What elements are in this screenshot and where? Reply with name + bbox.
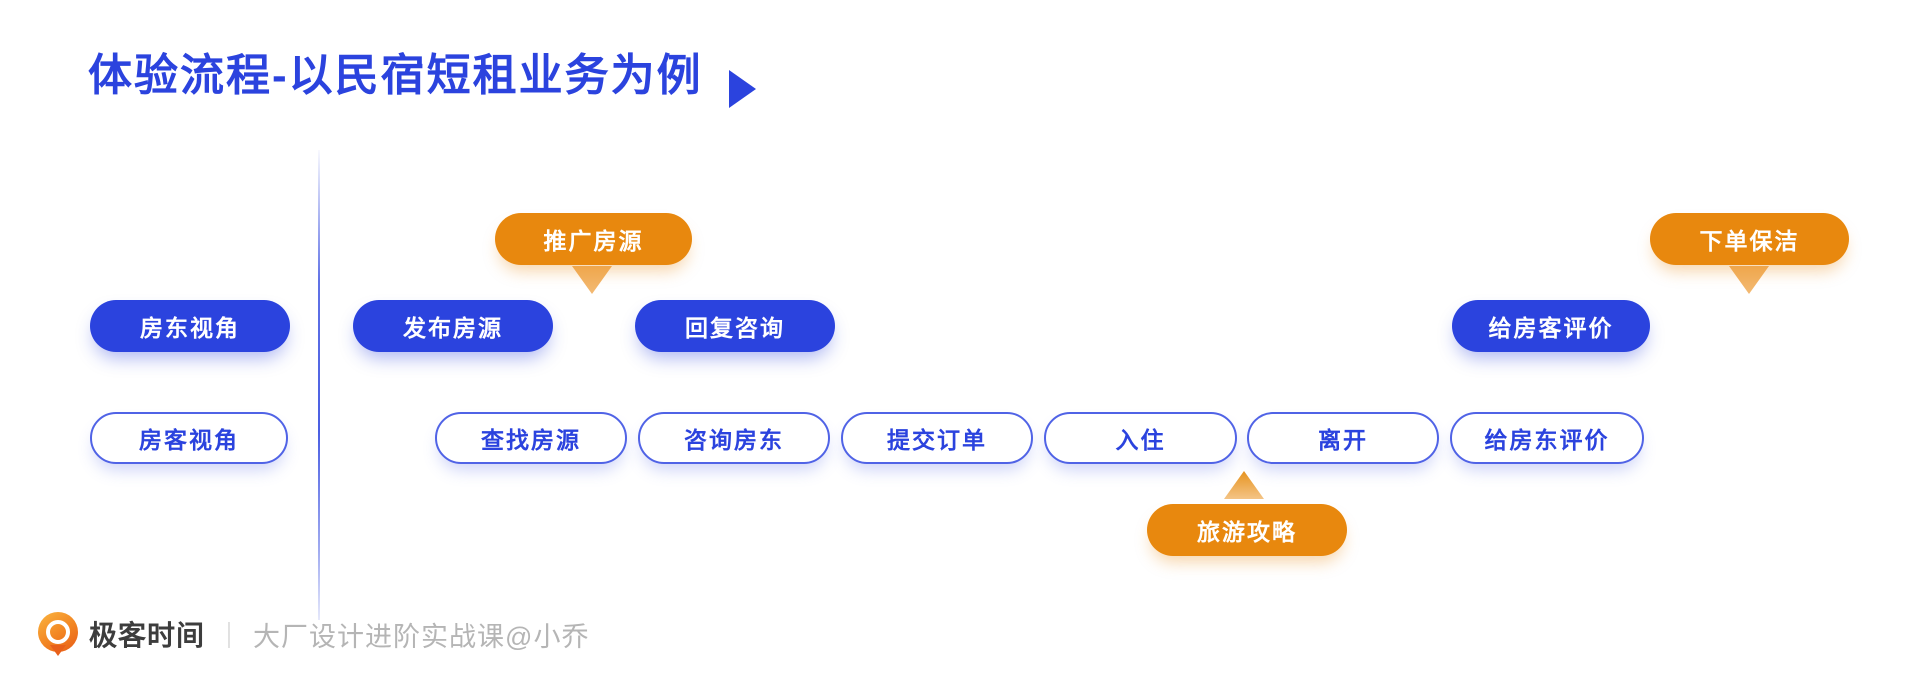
footer-course-credit: 大厂设计进阶实战课@小乔	[253, 621, 590, 652]
callout-pointer-down-icon	[572, 266, 612, 294]
step-rate-host: 给房东评价	[1450, 412, 1644, 464]
logo-tail	[50, 645, 66, 656]
step-reply-inquiry: 回复咨询	[635, 300, 835, 352]
lane-label-host: 房东视角	[90, 300, 290, 352]
callout-order-cleaning: 下单保洁	[1650, 213, 1849, 265]
step-publish-listing: 发布房源	[353, 300, 553, 352]
step-leave: 离开	[1247, 412, 1439, 464]
lane-divider-line	[318, 150, 320, 620]
lane-label-guest: 房客视角	[90, 412, 288, 464]
page-title: 体验流程-以民宿短租业务为例	[88, 51, 703, 100]
footer: 极客时间 ｜ 大厂设计进阶实战课@小乔	[38, 612, 589, 656]
callout-pointer-down-icon	[1729, 266, 1769, 294]
footer-separator: ｜	[216, 620, 243, 651]
play-triangle-icon	[729, 70, 756, 108]
callout-travel-tips: 旅游攻略	[1147, 504, 1347, 556]
callout-pointer-up-icon	[1224, 471, 1264, 499]
callout-promote-listing: 推广房源	[495, 213, 692, 265]
step-check-in: 入住	[1044, 412, 1237, 464]
step-rate-guest: 给房客评价	[1452, 300, 1650, 352]
step-search-listing: 查找房源	[435, 412, 627, 464]
step-ask-host: 咨询房东	[638, 412, 830, 464]
geektime-logo-icon	[38, 612, 78, 656]
logo-ring	[46, 620, 70, 644]
footer-brand: 极客时间	[89, 620, 206, 651]
step-submit-order: 提交订单	[841, 412, 1033, 464]
